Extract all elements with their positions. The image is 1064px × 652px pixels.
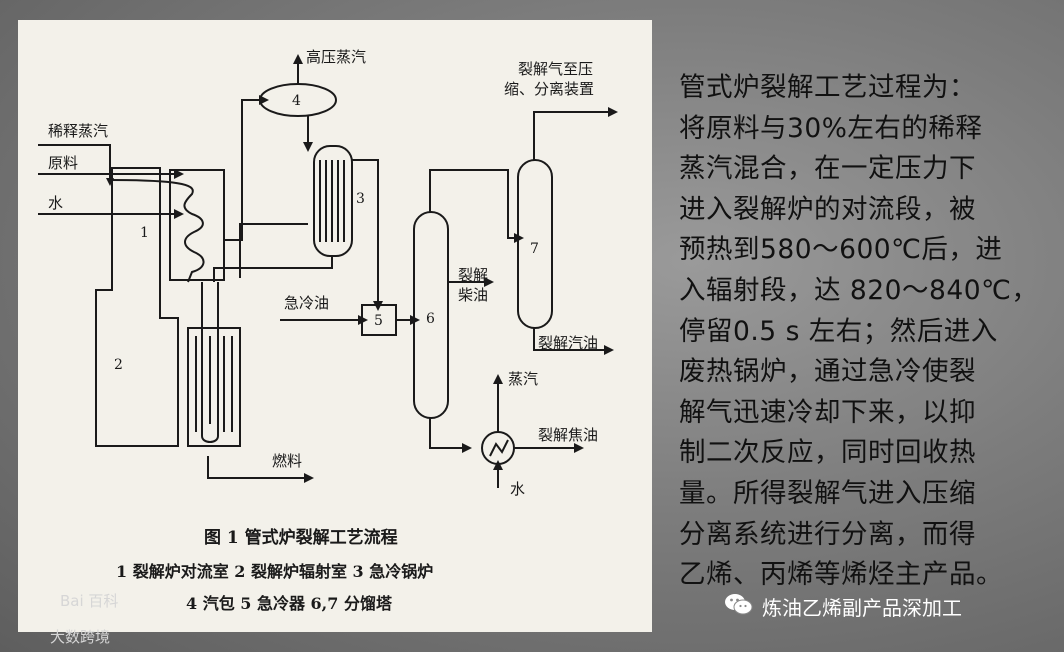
convection-coil (109, 179, 205, 283)
arrow (410, 315, 420, 325)
label-cracked-gas-2: 缩、分离装置 (504, 80, 595, 98)
baidu-watermark: Bai 百科 (60, 592, 119, 610)
arrow (106, 178, 114, 186)
arrow (293, 54, 303, 64)
arrow (304, 473, 314, 483)
description-line: 预热到580～600℃后，进 (679, 234, 1003, 266)
label-steam: 蒸汽 (508, 370, 539, 388)
radiation-coil (201, 282, 219, 443)
wechat-icon (724, 592, 754, 620)
description-line: 制二次反应，同时回收热 (679, 437, 976, 469)
unit-number-6: 6 (426, 311, 435, 327)
description-line: 停留0.5 s 左右；然后进入 (679, 315, 998, 347)
account-footer: 炼油乙烯副产品深加工 (724, 592, 962, 620)
label-water-bottom: 水 (510, 480, 526, 498)
convection-tubes (169, 169, 225, 281)
description-line: 分离系统进行分离，而得 (679, 518, 976, 550)
furnace-outline (95, 167, 179, 447)
arrow (358, 315, 368, 325)
description-line: 蒸汽混合，在一定压力下 (679, 153, 976, 185)
process-flow-diagram (38, 54, 618, 488)
figure-legend-line-1: 1 裂解炉对流室 2 裂解炉辐射室 3 急冷锅炉 (116, 562, 434, 581)
arrow (462, 443, 472, 453)
radiation-box (187, 327, 241, 447)
unit-number-1: 1 (140, 225, 149, 241)
arrow (259, 95, 269, 105)
label-steam-out: 高压蒸汽 (306, 48, 367, 66)
arrow (174, 209, 184, 219)
label-quench-oil: 急冷油 (284, 294, 330, 312)
figure-title: 图 1 管式炉裂解工艺流程 (204, 528, 398, 548)
arrow (493, 460, 503, 470)
arrow (604, 345, 614, 355)
unit-number-2: 2 (114, 357, 123, 373)
account-name: 炼油乙烯副产品深加工 (762, 595, 962, 620)
label-feed: 原料 (48, 154, 79, 172)
arrow (514, 233, 524, 243)
label-cracked-gas-1: 裂解气至压 (518, 60, 594, 78)
description-line: 进入裂解炉的对流段，被 (679, 193, 976, 225)
arrow (484, 277, 494, 287)
arrow (574, 443, 584, 453)
arrow (608, 107, 618, 117)
label-cracked-gasoline: 裂解汽油 (538, 334, 599, 352)
label-dilution-steam: 稀释蒸汽 (48, 122, 109, 140)
label-cracked-tar: 裂解焦油 (538, 426, 599, 444)
description-line: 废热锅炉，通过急冷使裂 (679, 356, 976, 388)
label-cracked-diesel-2: 柴油 (458, 286, 489, 304)
arrow (303, 142, 313, 152)
label-fuel: 燃料 (272, 452, 303, 470)
label-water-in: 水 (48, 194, 64, 212)
description-line: 量。所得裂解气进入压缩 (679, 477, 976, 509)
diagram-panel: 高压蒸汽 裂解气至压 缩、分离装置 稀释蒸汽 原料 水 急冷油 裂解 柴油 裂解… (18, 20, 652, 632)
arrow (373, 301, 383, 311)
process-description: 管式炉裂解工艺过程为： 将原料与30%左右的稀释 蒸汽混合，在一定压力下 进入裂… (679, 68, 1047, 596)
figure-legend-line-2: 4 汽包 5 急冷器 6,7 分馏塔 (186, 594, 392, 613)
description-line: 入辐射段，达 820～840℃， (679, 274, 1039, 306)
description-line: 解气迅速冷却下来，以抑 (679, 396, 976, 428)
unit-number-7: 7 (530, 241, 539, 257)
arrow (174, 169, 184, 179)
label-cracked-diesel-1: 裂解 (458, 266, 489, 284)
unit-number-5: 5 (374, 313, 383, 329)
description-line: 乙烯、丙烯等烯烃主产品。 (679, 559, 1003, 591)
description-line: 将原料与30%左右的稀释 (679, 112, 983, 144)
dashu-watermark: 大数跨境 (50, 628, 111, 646)
unit-number-4: 4 (292, 93, 301, 109)
unit-number-3: 3 (356, 191, 365, 207)
arrow (493, 374, 503, 384)
description-line: 管式炉裂解工艺过程为： (679, 72, 976, 103)
